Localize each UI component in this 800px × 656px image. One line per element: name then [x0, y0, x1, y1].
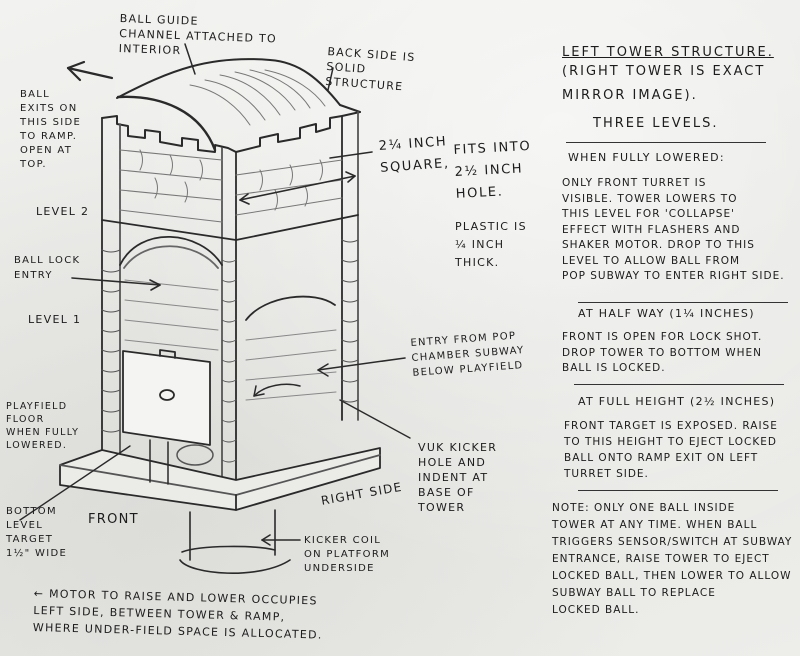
motor-note: ← Motor to raise and lower occupies left… [32, 586, 323, 642]
divider-1 [566, 142, 766, 143]
playfield-floor-label: Playfield floor when fully lowered. [6, 401, 80, 451]
level-1-label: Level 1 [28, 313, 82, 326]
level-2-label: Level 2 [36, 205, 90, 218]
support-posts [149, 439, 214, 485]
ball-guide-label: Ball guide channel attached to interior [118, 11, 278, 58]
vuk-kicker-label: VUK kicker hole and indent at base of to… [418, 441, 498, 514]
front-arch [119, 235, 223, 269]
section-half-way-body: Front is open for lock shot. Drop tower … [562, 331, 763, 374]
notes-heading: Left tower structure. [562, 30, 774, 60]
notes-subheading: (Right tower is exact mirror image). [562, 64, 766, 103]
front-target [122, 349, 211, 446]
base-platform [59, 447, 381, 511]
roof-hatching [189, 69, 326, 126]
ball-guide-leader [184, 43, 196, 75]
right-arch-hatching [245, 329, 337, 401]
dimension-arrow [239, 151, 373, 205]
entry-from-pop-label: Entry from pop chamber subway below play… [410, 330, 525, 379]
fits-into-label: fits into 2½ inch hole. [453, 138, 532, 202]
section-fully-lowered-body: Only front turret is visible. Tower lowe… [562, 177, 785, 282]
ball-lock-arrow [71, 277, 161, 291]
right-arch [245, 295, 336, 321]
back-side-leader [327, 67, 334, 91]
section-full-height-title: At full height (2½ inches) [578, 395, 776, 408]
divider-3 [574, 384, 784, 385]
notes-heading-text: Left tower structure. [562, 45, 774, 60]
ball-lock-entry-label: Ball lock entry [14, 255, 81, 281]
ball-exits-label: Ball exits on this side to ramp. open at… [20, 89, 82, 170]
back-side-label: Back side is solid structure [324, 44, 416, 94]
divider-2 [578, 302, 788, 303]
dimension-square-label: 2¼ inch square, [378, 134, 451, 176]
kicker-coil [179, 509, 301, 574]
bottom-level-target-label: Bottom level target 1½" wide [6, 506, 68, 559]
section-fully-lowered-title: When fully lowered: [568, 151, 725, 164]
section-note-body: Note: only one ball inside tower at any … [552, 502, 793, 616]
section-half-way-title: At half way (1¼ inches) [578, 307, 755, 320]
tower-body [101, 111, 359, 491]
kicker-coil-label: Kicker coil on platform underside [304, 535, 391, 574]
levels-title: Three levels. [593, 116, 719, 131]
playfield-leader [19, 445, 131, 521]
section-full-height-body: Front target is exposed. Raise to this h… [564, 420, 778, 480]
brickwork-upper [119, 149, 343, 223]
entry-pop-arrow [253, 357, 406, 397]
vuk-leader [339, 399, 411, 439]
ball-exit-arrow [66, 60, 114, 82]
plastic-label: plastic is ¼ inch thick. [455, 220, 527, 269]
battlements [101, 111, 361, 153]
front-arch-hatching [124, 279, 219, 351]
divider-4 [578, 490, 778, 491]
column-ribs [101, 239, 359, 463]
front-label: Front [88, 512, 139, 527]
ball-guide-roof [116, 58, 361, 152]
